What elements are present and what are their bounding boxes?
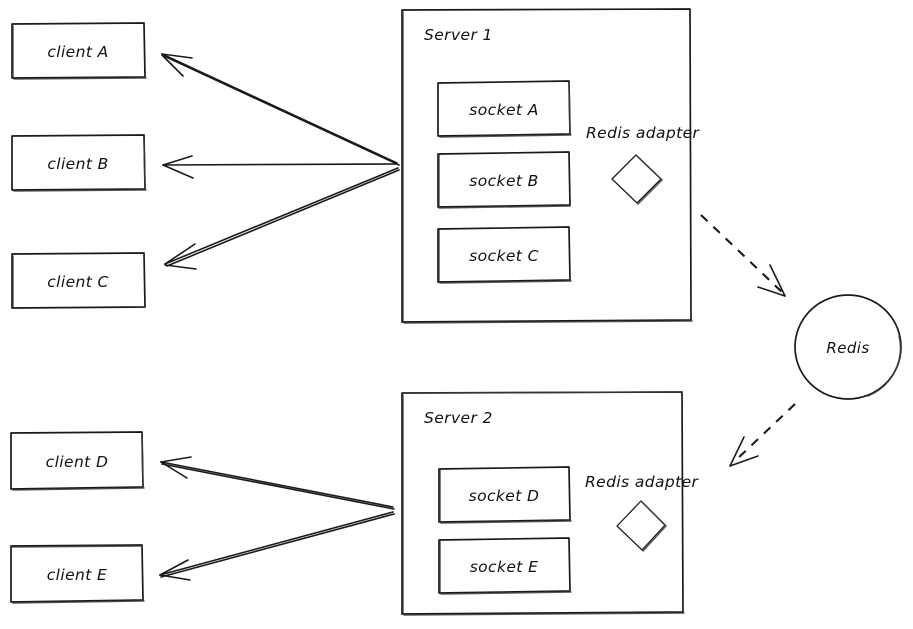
socket-b-label: socket B [469,172,538,190]
server-2-label: Server 2 [424,409,493,427]
client-c-node[interactable]: client C [11,252,146,309]
client-c-label: client C [47,273,109,291]
server-2-adapter-label: Redis adapter [585,473,700,491]
server-2-adapter[interactable]: Redis adapter [585,473,700,552]
client-a-node[interactable]: client A [11,22,147,80]
arrow-server1-client-c [164,167,400,270]
socket-d-label: socket D [469,487,540,505]
client-e-node[interactable]: client E [10,544,145,604]
arrow-server2-client-e [159,511,395,581]
arrow-server2-client-d [160,456,395,510]
client-b-label: client B [47,155,108,173]
server-1-adapter-label: Redis adapter [586,124,701,142]
client-a-label: client A [47,43,108,61]
server-2-node[interactable]: Server 2 [401,391,685,616]
server-1-label: Server 1 [424,26,493,44]
server-2-adapter-diamond-icon [616,500,666,551]
arrow-server1-client-b [162,155,398,179]
socket-c-label: socket C [469,247,539,265]
arrow-server1-client-a [161,53,400,166]
socket-a-node[interactable]: socket A [437,80,572,138]
server-1-node[interactable]: Server 1 [401,8,693,324]
socket-b-node[interactable]: socket B [437,151,571,209]
client-b-node[interactable]: client B [11,134,147,192]
redis-label: Redis [826,339,869,357]
redis-node[interactable]: Redis [794,294,902,400]
socket-c-node[interactable]: socket C [437,226,572,284]
client-e-label: client E [47,566,108,584]
socket-e-node[interactable]: socket E [438,537,572,595]
socket-e-label: socket E [470,558,539,576]
server-1-adapter[interactable]: Redis adapter [586,124,701,205]
server-1-adapter-diamond-icon [611,154,662,204]
client-d-node[interactable]: client D [10,431,145,491]
socket-a-label: socket A [469,101,538,119]
arrow-redis-adapter2 [729,403,796,467]
arrow-adapter1-redis [700,214,786,297]
socket-d-node[interactable]: socket D [438,466,572,524]
client-d-label: client D [46,453,109,471]
